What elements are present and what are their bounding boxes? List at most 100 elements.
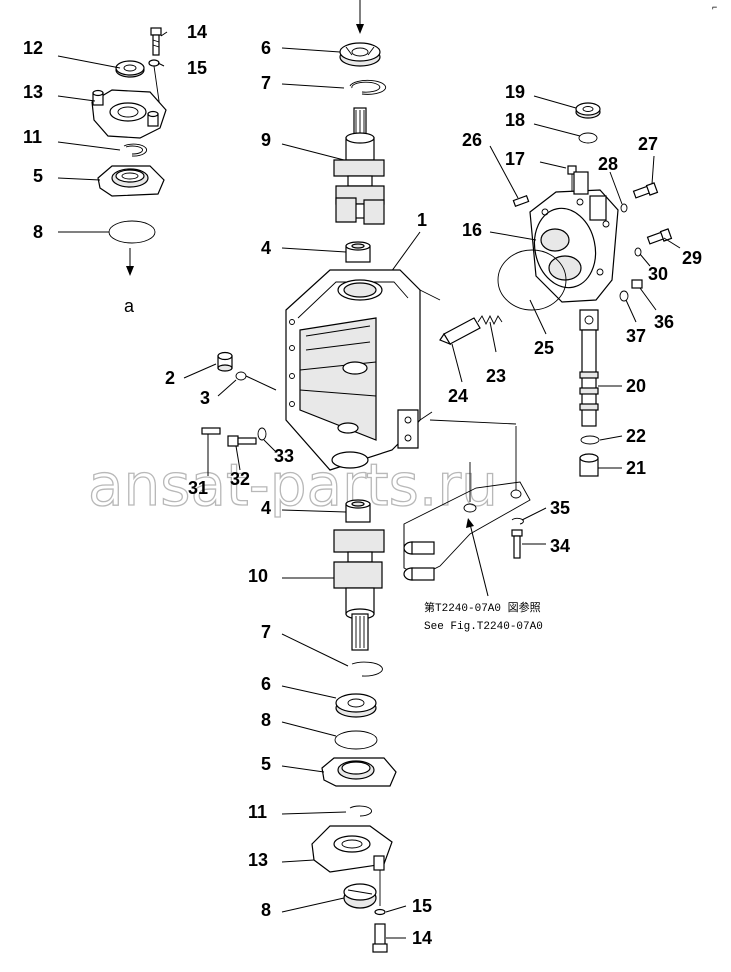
label-36: 36	[654, 312, 674, 332]
bearing-6-bot	[335, 693, 377, 718]
bearing-6-top	[339, 42, 381, 67]
snap-ring-11-top	[123, 143, 147, 157]
arrow-a	[126, 248, 134, 276]
snap-ring-11-bot	[349, 805, 372, 817]
label-31: 31	[188, 478, 208, 498]
label-32: 32	[230, 469, 250, 489]
label-29: 29	[682, 248, 702, 268]
o-ring-8-mid	[334, 730, 378, 750]
label-13-top: 13	[23, 82, 43, 102]
rod-20	[579, 309, 599, 427]
washer-33	[257, 427, 277, 453]
plug-21	[579, 453, 599, 477]
flange-13-top	[91, 89, 167, 139]
label-8-bot: 8	[261, 900, 271, 920]
label-30: 30	[648, 264, 668, 284]
spring-23	[477, 314, 503, 326]
label-27: 27	[638, 134, 658, 154]
needle-bearing-4-top	[345, 241, 371, 263]
label-33: 33	[274, 446, 294, 466]
snap-ring-7-bot	[351, 661, 383, 677]
bolt-29	[646, 228, 673, 245]
washer-28	[620, 203, 628, 213]
label-20: 20	[626, 376, 646, 396]
label-11-bot: 11	[248, 802, 267, 822]
label-2: 2	[165, 368, 175, 388]
label-1: 1	[417, 210, 427, 230]
label-8-top: 8	[33, 222, 43, 242]
washer-15-bot	[374, 908, 386, 916]
pin-31	[201, 427, 221, 476]
needle-bearing-4-mid	[345, 499, 371, 523]
cap-19	[575, 102, 601, 119]
label-5-top: 5	[33, 166, 43, 186]
arrow-top-center	[356, 0, 364, 34]
nut-12	[115, 60, 145, 78]
label-35: 35	[550, 498, 570, 518]
shaft-10	[333, 529, 385, 651]
label-5-bot: 5	[261, 754, 271, 774]
housing-1	[285, 269, 441, 471]
label-19: 19	[505, 82, 525, 102]
cover-5-bot	[321, 757, 397, 787]
label-9: 9	[261, 130, 271, 150]
watermark-text: ansat-parts.ru	[88, 451, 498, 519]
label-13-bot: 13	[248, 850, 268, 870]
label-6-top: 6	[261, 38, 271, 58]
label-7-top: 7	[261, 73, 271, 93]
label-24: 24	[448, 386, 468, 406]
seal-22	[580, 435, 600, 445]
label-18: 18	[505, 110, 525, 130]
nut-8-bot	[343, 883, 377, 909]
label-34: 34	[550, 536, 570, 556]
flange-13-bot	[311, 825, 393, 873]
reference-jp: 第T2240-07A0 図参照	[424, 600, 541, 615]
plug-36	[631, 279, 643, 289]
bolt-32	[227, 435, 257, 471]
bolt-34	[511, 529, 523, 559]
label-14-top: 14	[187, 22, 207, 42]
label-8-mid: 8	[261, 710, 271, 730]
snap-ring-7-top-inner	[351, 81, 381, 93]
corner-mark: ⌐	[712, 2, 717, 12]
label-12: 12	[23, 38, 43, 58]
label-23: 23	[486, 366, 506, 386]
bolt-27	[632, 182, 659, 199]
label-4-mid: 4	[261, 498, 271, 518]
cover-5-top	[97, 165, 165, 197]
pump-body-16	[529, 171, 619, 303]
reference-en: See Fig.T2240-07A0	[424, 621, 543, 633]
label-15-bot: 15	[412, 896, 432, 916]
bolt-14-top	[150, 27, 162, 56]
plunger-24	[439, 317, 481, 346]
o-ring-8-top	[108, 220, 156, 244]
label-17: 17	[505, 149, 525, 169]
seal-18	[578, 132, 598, 144]
label-14-bot: 14	[412, 928, 432, 948]
label-6-bot: 6	[261, 674, 271, 694]
label-11-top: 11	[23, 127, 42, 147]
label-7-bot: 7	[261, 622, 271, 642]
label-37: 37	[626, 326, 646, 346]
label-10: 10	[248, 566, 268, 586]
camshaft-9	[333, 107, 385, 225]
label-26: 26	[462, 130, 482, 150]
bolt-14-bot	[372, 923, 388, 953]
label-25: 25	[534, 338, 554, 358]
o-ring-3	[235, 371, 247, 381]
label-3: 3	[200, 388, 210, 408]
snap-ring-7-top	[349, 79, 387, 95]
label-21: 21	[626, 458, 646, 478]
bracket	[403, 419, 531, 581]
label-28: 28	[598, 154, 618, 174]
label-22: 22	[626, 426, 646, 446]
label-15-top: 15	[187, 58, 207, 78]
label-16: 16	[462, 220, 482, 240]
washer-30	[634, 247, 642, 257]
o-ring-25	[497, 249, 567, 311]
washer-37	[619, 290, 629, 302]
label-4-top: 4	[261, 238, 271, 258]
washer-35	[511, 517, 524, 525]
label-a: a	[124, 296, 135, 316]
